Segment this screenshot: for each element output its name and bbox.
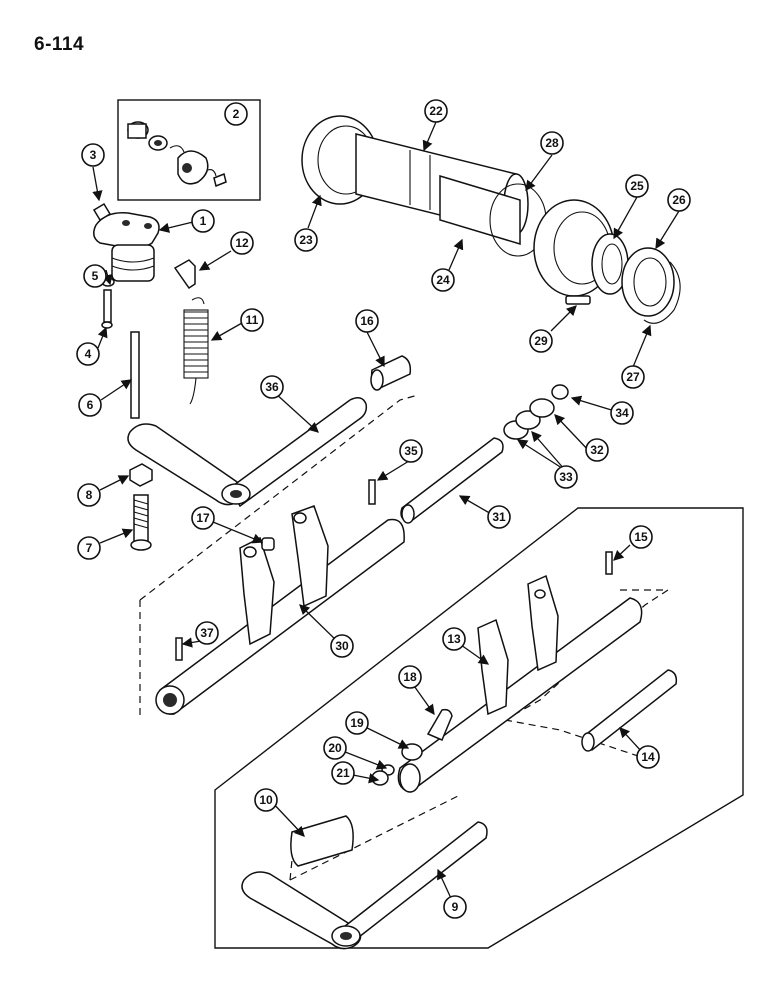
svg-text:16: 16: [360, 314, 374, 328]
callout-32: 32: [585, 438, 609, 462]
svg-text:13: 13: [447, 632, 461, 646]
callout-26: 26: [667, 188, 691, 212]
callout-16: 16: [355, 309, 379, 333]
seal-kit-parts: [127, 121, 227, 188]
callout-19: 19: [345, 711, 369, 735]
callout-35: 35: [399, 439, 423, 463]
callout-14: 14: [636, 745, 660, 769]
svg-text:21: 21: [336, 766, 350, 780]
svg-text:29: 29: [534, 334, 548, 348]
svg-text:35: 35: [404, 444, 418, 458]
svg-text:7: 7: [86, 541, 93, 555]
svg-text:19: 19: [350, 716, 364, 730]
pto-housing-assembly: [301, 115, 681, 324]
callout-22: 22: [424, 99, 448, 123]
svg-text:12: 12: [235, 236, 249, 250]
svg-text:5: 5: [92, 269, 99, 283]
callout-3: 3: [81, 143, 105, 167]
svg-text:9: 9: [452, 900, 459, 914]
svg-text:26: 26: [672, 193, 686, 207]
callout-4: 4: [76, 342, 100, 366]
svg-text:10: 10: [259, 793, 273, 807]
group-outline-13: [504, 589, 671, 721]
svg-text:17: 17: [196, 511, 210, 525]
spring-part: [183, 297, 209, 405]
callout-12: 12: [230, 231, 254, 255]
svg-text:15: 15: [634, 530, 648, 544]
callout-13: 13: [442, 627, 466, 651]
callout-29: 29: [529, 329, 553, 353]
callout-36: 36: [260, 375, 284, 399]
page-number: 6-114: [34, 34, 85, 55]
svg-text:32: 32: [590, 443, 604, 457]
callout-10: 10: [254, 788, 278, 812]
svg-text:4: 4: [85, 347, 92, 361]
callout-27: 27: [621, 365, 645, 389]
svg-text:14: 14: [641, 750, 655, 764]
callout-9: 9: [443, 895, 467, 919]
svg-text:20: 20: [328, 741, 342, 755]
svg-text:37: 37: [200, 626, 214, 640]
callout-18: 18: [398, 665, 422, 689]
svg-text:6: 6: [87, 398, 94, 412]
svg-text:25: 25: [630, 179, 644, 193]
lower-assembly-frame: [214, 507, 744, 949]
svg-text:31: 31: [492, 510, 506, 524]
callout-6: 6: [78, 393, 102, 417]
callout-5: 5: [83, 264, 107, 288]
callout-31: 31: [487, 505, 511, 529]
svg-text:24: 24: [436, 273, 450, 287]
group-outline-10b: [289, 859, 293, 881]
callout-30: 30: [330, 634, 354, 658]
callout-20: 20: [323, 736, 347, 760]
callout-1: 1: [191, 209, 215, 233]
svg-text:18: 18: [403, 670, 417, 684]
svg-text:22: 22: [429, 104, 443, 118]
group-outline-30: [139, 394, 419, 601]
cross-shaft-30: [155, 505, 405, 715]
svg-text:27: 27: [626, 370, 640, 384]
group-outline-14: [504, 719, 651, 761]
callout-15: 15: [629, 525, 653, 549]
svg-text:11: 11: [246, 313, 259, 327]
svg-text:1: 1: [200, 214, 207, 228]
callout-11: 11: [240, 308, 264, 332]
callout-8: 8: [77, 483, 101, 507]
callout-7: 7: [77, 536, 101, 560]
svg-text:23: 23: [299, 233, 313, 247]
callout-24: 24: [431, 268, 455, 292]
callout-33: 33: [554, 465, 578, 489]
seal-kit-box: [117, 99, 261, 201]
group-outline-10: [289, 794, 461, 881]
cross-shaft-13: [397, 574, 643, 793]
callout-37: 37: [195, 621, 219, 645]
callout-2: 2: [224, 102, 248, 126]
svg-text:8: 8: [86, 488, 93, 502]
svg-text:3: 3: [90, 148, 97, 162]
svg-text:34: 34: [615, 406, 629, 420]
callout-28: 28: [540, 131, 564, 155]
svg-text:33: 33: [559, 470, 573, 484]
svg-text:28: 28: [545, 136, 559, 150]
svg-text:30: 30: [335, 639, 349, 653]
svg-text:36: 36: [265, 380, 279, 394]
svg-text:2: 2: [233, 107, 240, 121]
callout-21: 21: [331, 761, 355, 785]
callout-23: 23: [294, 228, 318, 252]
valve-body-part: [92, 202, 160, 282]
callout-25: 25: [625, 174, 649, 198]
callout-17: 17: [191, 506, 215, 530]
callout-34: 34: [610, 401, 634, 425]
